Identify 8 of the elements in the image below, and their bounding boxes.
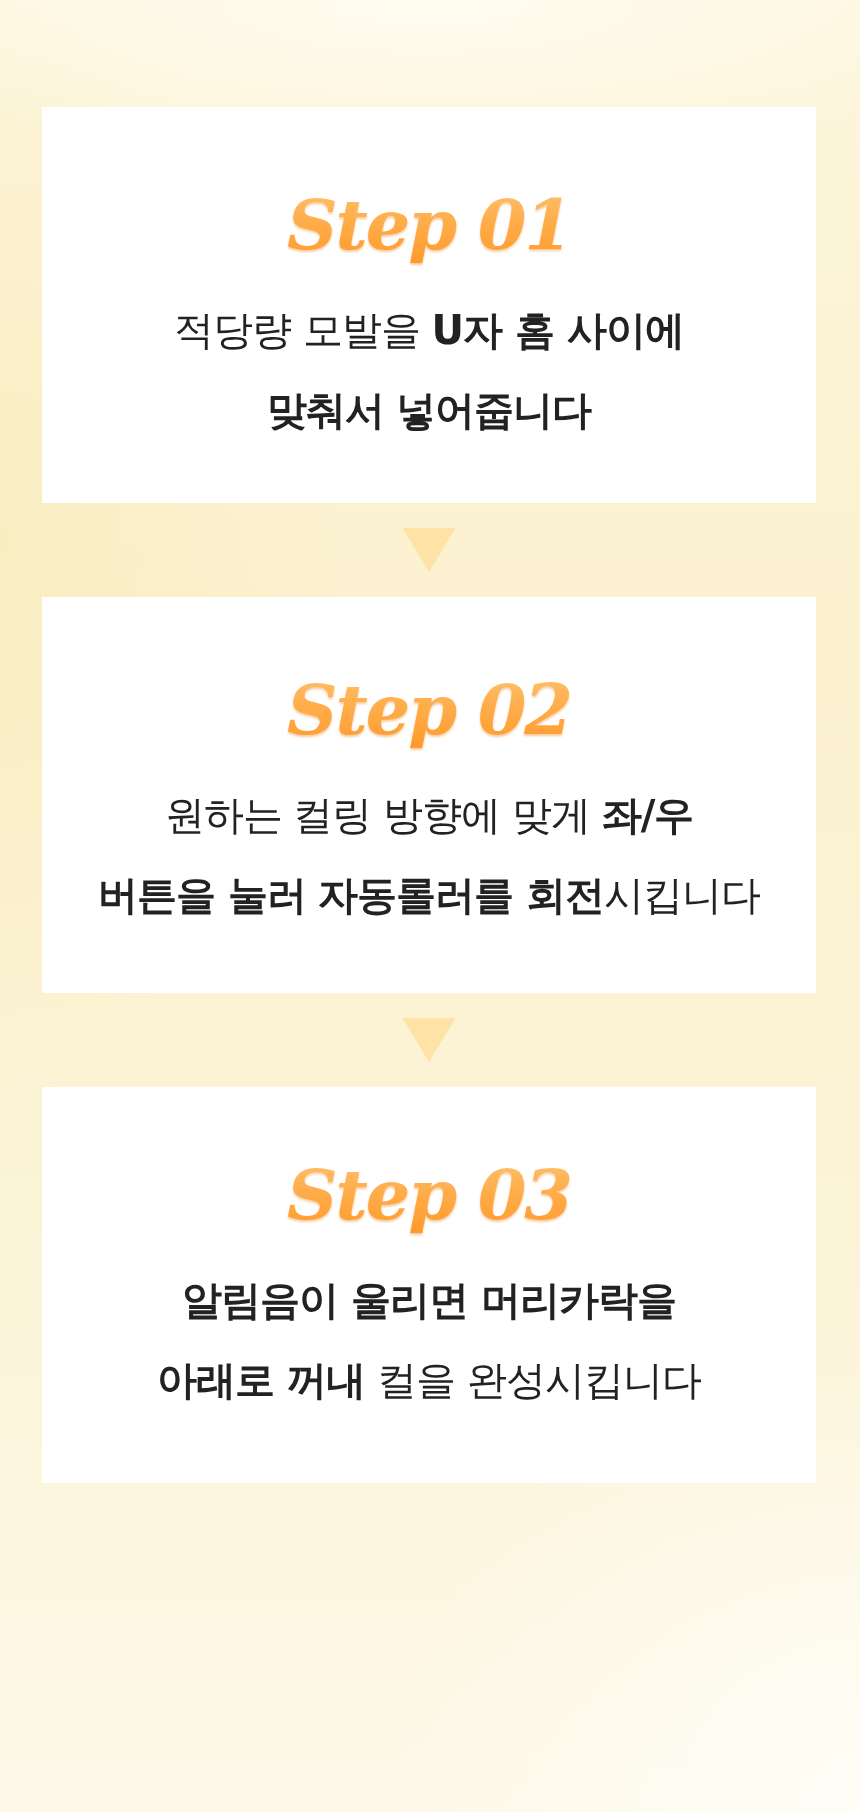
arrow: [402, 1018, 456, 1062]
step-description: 알림음이 울리면 머리카락을 아래로 꺼내 컬을 완성시킵니다: [157, 1276, 701, 1405]
step-card: [42, 597, 816, 993]
step-card: [42, 1087, 816, 1483]
step-card: [42, 107, 816, 503]
step-description: 적당량 모발을 U자 홈 사이에 맞춰서 넣어줍니다: [174, 306, 684, 435]
step-description: 원하는 컬링 방향에 맞게 좌/우 버튼을 눌러 자동롤러를 회전시킵니다: [97, 791, 761, 920]
arrow: [402, 528, 456, 572]
